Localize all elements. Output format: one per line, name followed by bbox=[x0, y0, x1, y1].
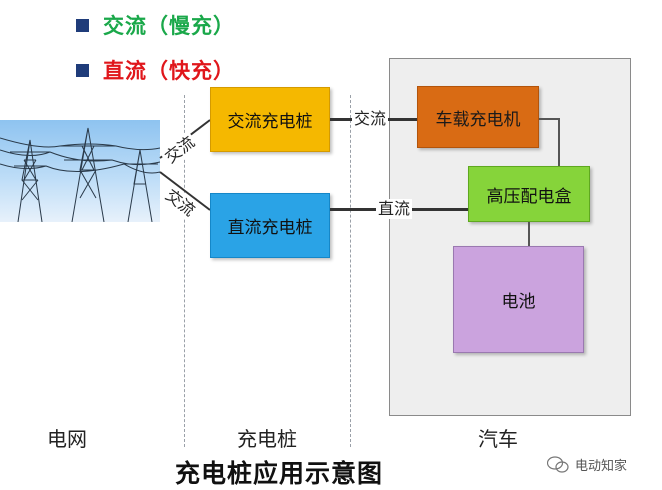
dc-charging-pile: 直流充电桩 bbox=[210, 193, 330, 258]
connector-obc-to-hv-horizontal bbox=[539, 118, 559, 120]
wechat-icon bbox=[547, 455, 569, 473]
battery: 电池 bbox=[453, 246, 584, 353]
watermark-text: 电动知家 bbox=[575, 459, 628, 474]
region-label-charging-pile: 充电桩 bbox=[237, 427, 297, 451]
legend-label-ac: 交流（慢充） bbox=[103, 14, 235, 38]
legend-bullet-square bbox=[76, 18, 89, 32]
edge-label-ac-to-car: 交流 bbox=[352, 109, 389, 129]
legend-item-dc: 直流（快充） bbox=[76, 55, 235, 85]
connector-hv-to-battery bbox=[528, 222, 530, 246]
legend-bullet-square bbox=[76, 63, 89, 77]
edge-label-dc-to-car: 直流 bbox=[376, 199, 413, 219]
legend-label-dc: 直流（快充） bbox=[103, 59, 235, 83]
power-tower-image bbox=[0, 120, 160, 222]
ac-charging-pile: 交流充电桩 bbox=[210, 87, 330, 152]
hv-distribution-box: 高压配电盒 bbox=[468, 166, 590, 222]
divider-grid-pile bbox=[184, 95, 185, 447]
watermark: 电动知家 bbox=[547, 455, 627, 474]
region-label-vehicle: 汽车 bbox=[478, 427, 518, 451]
legend-item-ac: 交流（慢充） bbox=[76, 10, 235, 40]
connector-obc-to-hv-vertical bbox=[558, 118, 560, 166]
diagram-caption: 充电桩应用示意图 bbox=[175, 459, 384, 488]
region-label-grid: 电网 bbox=[47, 427, 87, 451]
divider-pile-vehicle bbox=[350, 95, 351, 447]
onboard-charger: 车载充电机 bbox=[417, 86, 539, 148]
